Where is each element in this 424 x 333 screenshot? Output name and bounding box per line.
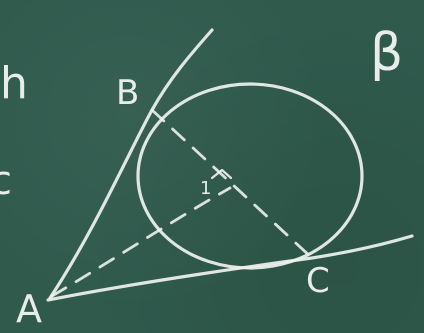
- circle: [136, 82, 364, 270]
- right-angle-mark: [210, 168, 233, 180]
- label-a: A: [16, 287, 42, 331]
- label-c: C: [306, 261, 330, 301]
- chord-bc: [150, 108, 314, 260]
- tangent-line-ac: [46, 234, 414, 302]
- tangent-line-ab: [48, 28, 214, 300]
- segment-a-center: [50, 186, 232, 298]
- label-h: h: [0, 58, 28, 109]
- label-left-partial: c: [0, 158, 12, 204]
- label-beta: β: [370, 23, 403, 83]
- label-angle-mark: 1: [200, 178, 211, 199]
- label-b: B: [116, 73, 139, 113]
